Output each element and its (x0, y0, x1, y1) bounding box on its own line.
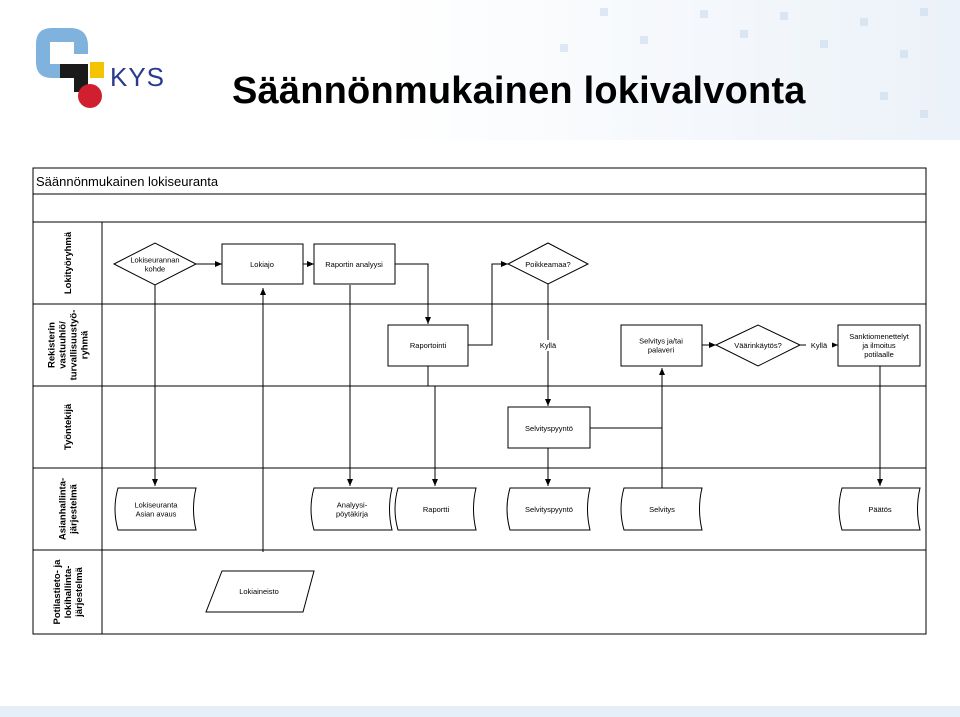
lane-label: Työntekijä (63, 403, 74, 450)
document-raportti (394, 487, 477, 531)
lane-label: järjestelmä (74, 566, 85, 617)
lane-label: järjestelmä (69, 483, 80, 534)
node-label: potilaalle (864, 350, 894, 359)
decision-poikkeamaa (506, 242, 590, 285)
decision-lokiseurannan-kohde (112, 242, 198, 286)
process-selvitys-palaveri (620, 324, 703, 367)
process-sanktiomenettelyt (837, 324, 921, 367)
document-selvitys (620, 487, 703, 531)
lane-label: Rekisterin (47, 322, 58, 368)
node-label: Selvitys ja/tai (639, 337, 683, 346)
page-title: Säännönmukainen lokivalvonta (232, 70, 806, 112)
process-lokiajo (221, 243, 304, 285)
kys-logo (36, 28, 104, 108)
lane-label: vastuuhlö/ (58, 321, 69, 369)
document-analyysipoytakirja (310, 487, 393, 531)
node-label: Lokiseuranta (135, 501, 179, 510)
node-label: Lokiaineisto (239, 587, 279, 596)
node-label: Päätös (868, 505, 892, 514)
lane-label: ryhmä (80, 330, 91, 359)
node-label: Väärinkäytös? (734, 341, 782, 350)
node-label: kohde (145, 265, 165, 274)
node-label: pöytäkirja (336, 510, 369, 519)
lane-label: turvallisuustyö- (69, 310, 80, 381)
process-selvityspyynto (507, 406, 591, 449)
edge-label-kylla: Kyllä (811, 341, 828, 350)
process-raportointi (387, 324, 469, 367)
diagram-frame (32, 167, 927, 635)
node-label: palaveri (648, 346, 675, 355)
lane-label: Asianhallinta- (58, 478, 69, 540)
node-label: Raportin analyysi (325, 260, 383, 269)
document-paatos (838, 487, 921, 531)
node-label: Selvityspyyntö (525, 505, 573, 514)
node-label: Asian avaus (136, 510, 177, 519)
document-lokiseuranta (114, 487, 197, 531)
diagram-caption: Säännönmukainen lokiseuranta (36, 174, 219, 189)
document-selvityspyynto (506, 487, 591, 531)
node-label: Selvityspyyntö (525, 424, 573, 433)
node-label: Raportti (423, 505, 450, 514)
lane-label: Lokityöryhmä (63, 231, 74, 294)
node-label: Selvitys (649, 505, 675, 514)
node-label: ja ilmoitus (861, 341, 896, 350)
node-label: Sanktiomenettelyt (849, 332, 910, 341)
node-label: Poikkeamaa? (525, 260, 570, 269)
decision-vaarinkaytos (714, 324, 802, 367)
node-label: Raportointi (410, 341, 447, 350)
data-lokiaineisto (205, 570, 315, 613)
lane-label: lokihallinta- (63, 566, 74, 619)
lane-label: Potilastieto- ja (52, 559, 63, 625)
node-label: Lokiajo (250, 260, 274, 269)
process-raportin-analyysi (313, 243, 396, 285)
node-label: Analyysi- (337, 501, 368, 510)
node-label: Lokiseurannan (130, 256, 179, 265)
logo-text: KYS (110, 62, 166, 92)
edge-label-kylla: Kyllä (540, 341, 557, 350)
